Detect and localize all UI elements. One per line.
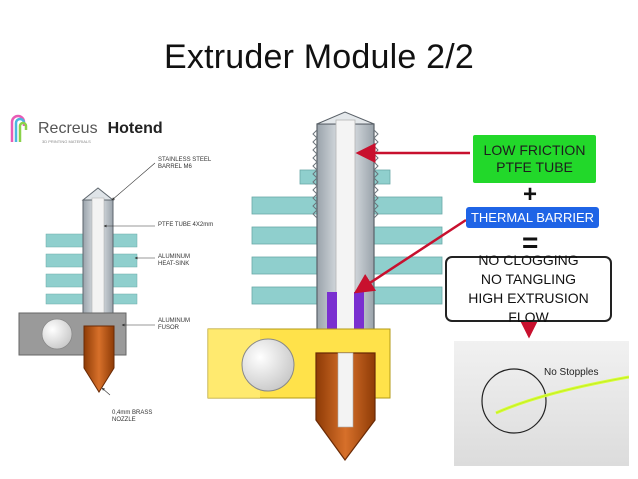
result-line-3: HIGH EXTRUSION FLOW xyxy=(468,290,589,325)
small-ptfe-tube xyxy=(91,197,105,327)
low-friction-line-2: PTFE TUBE xyxy=(496,159,573,175)
label-brass-nozzle: 0,4mm BRASS NOZZLE xyxy=(112,410,153,423)
large-ptfe-tube xyxy=(335,119,356,365)
label-aluminum-heatsink: ALUMINUM HEAT-SINK xyxy=(158,254,191,267)
small-brass-nozzle xyxy=(83,325,115,393)
result-box: NO CLOGGING NO TANGLING HIGH EXTRUSION F… xyxy=(445,252,612,325)
small-hotend-diagram xyxy=(18,162,156,396)
thermal-barrier-text: THERMAL BARRIER xyxy=(470,210,595,225)
brand-tagline: 3D PRINTING MATERIALS xyxy=(42,139,91,144)
label-stainless-barrel: STAINLESS STEEL BARREL M6 xyxy=(158,157,212,170)
filament-photo: No Stopples xyxy=(454,341,629,466)
brand-header: Recreus Hotend xyxy=(8,114,163,144)
no-stopples-label: No Stopples xyxy=(544,367,599,378)
low-friction-ptfe-box: LOW FRICTION PTFE TUBE xyxy=(473,135,596,183)
result-line-2: NO TANGLING xyxy=(480,271,577,287)
filament-photo-drawing xyxy=(481,368,629,434)
red-arrow-icon xyxy=(353,143,539,339)
recreus-logo-icon xyxy=(10,114,28,142)
plus-sign: + xyxy=(523,181,538,208)
thermal-barrier-left xyxy=(327,292,337,352)
label-aluminum-fusor: ALUMINUM FUSOR xyxy=(158,318,191,331)
brand-product: Hotend xyxy=(107,120,163,137)
result-line-1: NO CLOGGING xyxy=(478,252,579,268)
slide-title: Extruder Module 2/2 xyxy=(164,38,474,76)
large-hotend-diagram xyxy=(207,111,443,462)
low-friction-line-1: LOW FRICTION xyxy=(483,142,586,158)
equals-sign: = xyxy=(522,227,539,258)
thermal-barrier-right xyxy=(354,292,364,352)
thermal-barrier-box: THERMAL BARRIER xyxy=(466,207,599,228)
brand-name: Recreus xyxy=(38,120,98,137)
label-ptfe-tube: PTFE TUBE 4X2mm xyxy=(158,222,214,228)
